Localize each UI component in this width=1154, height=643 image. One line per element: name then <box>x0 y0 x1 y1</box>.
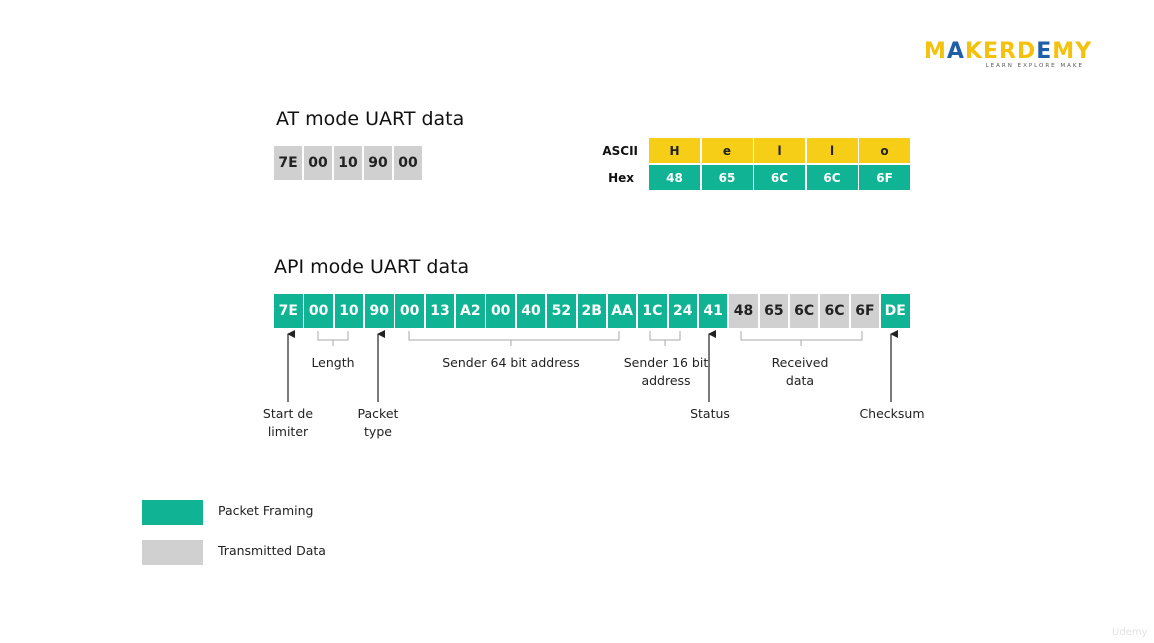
api-byte-cell: A2 <box>456 294 485 328</box>
ascii-cell: H <box>649 138 700 163</box>
ascii-cell: l <box>806 138 858 163</box>
length-label: Length <box>311 355 355 370</box>
api-byte-cell: 10 <box>334 294 364 328</box>
at-byte-cell: 7E <box>274 146 302 180</box>
api-byte-cell: DE <box>881 294 910 328</box>
api-mode-title: API mode UART data <box>274 256 470 278</box>
logo-tagline: LEARN EXPLORE MAKE <box>985 63 1084 69</box>
received-bracket <box>740 331 863 346</box>
start-delimiter-label: Start de limiter <box>262 406 314 439</box>
sender16-bracket <box>649 331 681 346</box>
api-byte-cell: 00 <box>304 294 333 328</box>
ascii-cell: o <box>859 138 910 163</box>
api-byte-cell: 90 <box>365 294 394 328</box>
ascii-cell: e <box>701 138 753 163</box>
api-byte-cell: 65 <box>759 294 789 328</box>
makerdemy-logo: MAKERDEMY LEARN EXPLORE MAKE <box>924 39 1093 72</box>
api-byte-cell: 6C <box>820 294 849 328</box>
sender16-label: Sender 16 bit address <box>623 355 709 388</box>
at-byte-cell: 00 <box>304 146 332 180</box>
api-byte-cell: 6F <box>850 294 880 328</box>
api-byte-cell: 13 <box>425 294 455 328</box>
api-byte-cell: 6C <box>789 294 819 328</box>
hex-row-label: Hex <box>608 171 634 185</box>
api-byte-cell: AA <box>607 294 637 328</box>
at-mode-title: AT mode UART data <box>276 108 465 130</box>
api-byte-cell: 52 <box>547 294 576 328</box>
api-byte-cell: 2B <box>577 294 606 328</box>
hex-cell: 65 <box>701 165 753 190</box>
api-byte-cell: 24 <box>668 294 698 328</box>
api-byte-cell: 40 <box>516 294 546 328</box>
length-bracket <box>317 331 349 346</box>
udemy-watermark: Udemy <box>1112 627 1148 638</box>
ascii-row-label: ASCII <box>602 144 638 158</box>
hex-cell: 48 <box>649 165 700 190</box>
api-byte-cell: 7E <box>274 294 303 328</box>
ascii-cell: l <box>754 138 805 163</box>
legend-swatch-transmitted-data <box>142 540 203 565</box>
checksum-label: Checksum <box>859 406 925 421</box>
api-byte-cell: 48 <box>729 294 758 328</box>
api-byte-cell: 1C <box>638 294 667 328</box>
legend-label-packet-framing: Packet Framing <box>218 503 314 518</box>
hex-cell: 6C <box>754 165 805 190</box>
api-byte-cell: 00 <box>395 294 424 328</box>
status-label: Status <box>690 406 730 421</box>
packet-type-label: Packet type <box>357 406 399 439</box>
at-byte-cell: 10 <box>334 146 362 180</box>
legend-swatch-packet-framing <box>142 500 203 525</box>
received-data-label: Received data <box>771 355 829 388</box>
sender64-label: Sender 64 bit address <box>442 355 580 370</box>
api-byte-cell: 00 <box>486 294 515 328</box>
at-byte-cell: 90 <box>364 146 392 180</box>
api-byte-cell: 41 <box>698 294 728 328</box>
sender64-bracket <box>408 331 620 346</box>
at-byte-cell: 00 <box>394 146 422 180</box>
legend-label-transmitted-data: Transmitted Data <box>218 543 326 558</box>
logo-wordmark: MAKERDEMY <box>924 39 1093 64</box>
hex-cell: 6F <box>859 165 910 190</box>
hex-cell: 6C <box>806 165 858 190</box>
